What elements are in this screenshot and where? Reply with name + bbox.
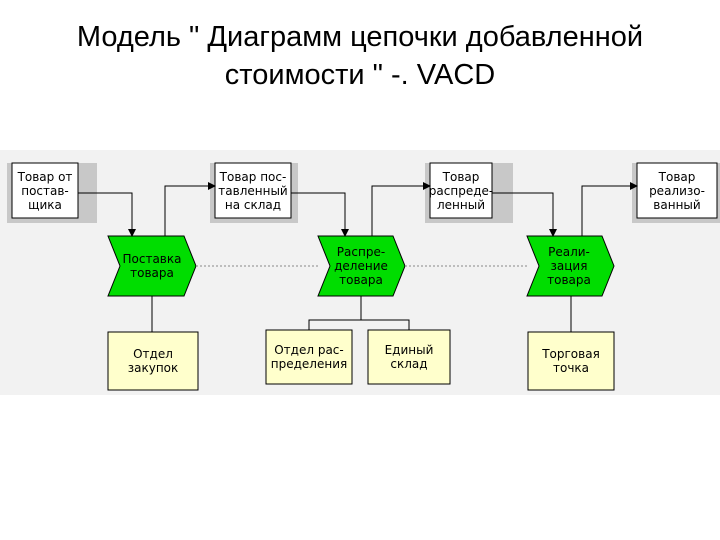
product-label-3: Товар распреде- ленный <box>428 169 494 212</box>
org-box-2 <box>265 329 353 385</box>
product-label-4: Товар реализо- ванный <box>649 169 705 212</box>
title-line-2: стоимости " -. VACD <box>224 59 496 91</box>
function-label-1: Поставка товара <box>122 252 182 280</box>
org-label-3: Единый склад <box>384 343 434 371</box>
function-label-2: Распре- деление товара <box>334 245 388 287</box>
function-label-3: Реали- зация товара <box>547 245 591 287</box>
org-label-2: Отдел рас- пределения <box>270 343 348 371</box>
product-box-2 <box>214 162 292 219</box>
connector-product2-function2 <box>291 192 349 237</box>
product-label-1: Товар от постав- щика <box>17 169 73 212</box>
org-box-1 <box>107 331 199 391</box>
title-line-1: Модель " Диаграмм цепочки добавленной <box>76 21 644 53</box>
connector-function1-product2 <box>164 182 216 236</box>
connector-function2-org2 <box>308 296 362 330</box>
org-label-1: Отдел закупок <box>127 347 179 375</box>
function-shape-3 <box>526 235 615 297</box>
function-shape-1 <box>107 235 197 297</box>
connector-function2-product3 <box>371 182 431 236</box>
connector-function3-product4 <box>581 182 638 236</box>
org-label-4: Торговая точка <box>542 347 600 375</box>
connector-function2-org3 <box>361 319 410 330</box>
function-shape-2 <box>317 235 406 297</box>
product-box-1 <box>11 162 79 219</box>
product-box-3 <box>429 162 493 219</box>
product-label-2: Товар пос- тавленный на склад <box>218 169 288 212</box>
connector-product3-function3 <box>492 192 557 237</box>
slide-title: Модель " Диаграмм цепочки добавленной ст… <box>20 18 700 94</box>
org-box-3 <box>367 329 451 385</box>
org-box-4 <box>527 331 615 391</box>
product-box-4 <box>636 162 718 219</box>
connector-product1-function1 <box>78 192 136 237</box>
